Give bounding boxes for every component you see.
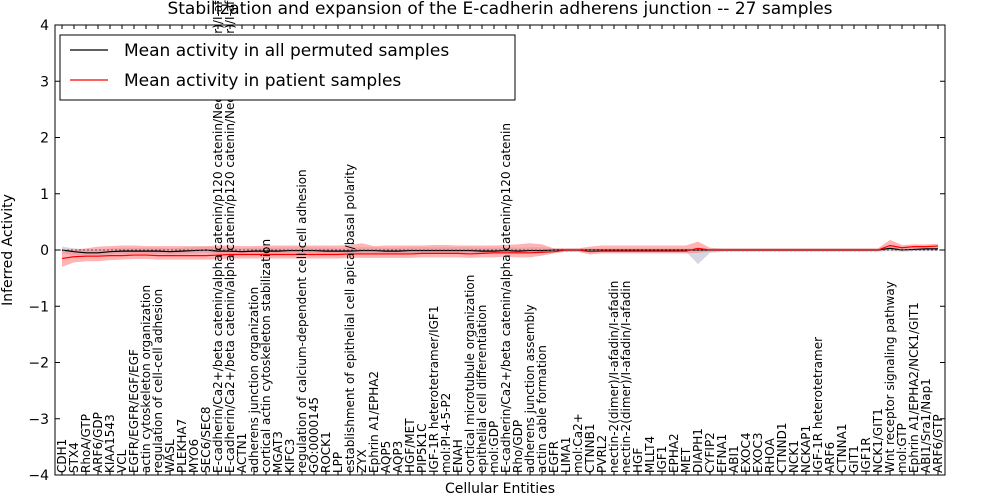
x-tick-label: mol:Ca2+: [571, 413, 585, 473]
x-tick-label: EGFR: [547, 441, 561, 473]
x-tick-label: RHOA: [763, 437, 777, 473]
x-tick-label: Ephrin A1/EPHA2/NCK1/GIT1: [907, 302, 921, 473]
x-tick-label: MET: [679, 447, 693, 473]
x-tick-label: SEC6/SEC8: [199, 407, 213, 473]
x-tick-label: PIP5K1C: [415, 423, 429, 473]
x-tick-label: NCK1/GIT1: [871, 408, 885, 473]
x-tick-label: adherens junction organization: [247, 287, 261, 473]
x-tick-label: ROCK1: [319, 431, 333, 473]
legend-label-permuted: Mean activity in all permuted samples: [124, 41, 449, 61]
x-tick-label: epithelial cell differentiation: [475, 305, 489, 473]
x-tick-label: WASL: [163, 439, 177, 473]
y-tick-label: 0: [40, 243, 49, 259]
axes: −4 −3 −2 −1 0 1 2 3 4: [28, 18, 946, 484]
x-tick-label: GIT1: [847, 445, 861, 473]
x-tick-label: mol:GDP: [487, 421, 501, 473]
x-tick-label: HGF/MET: [403, 418, 417, 473]
y-tick-label: 4: [40, 18, 49, 34]
x-tick-label: Ephrin A1/EPHA2: [367, 371, 381, 473]
x-tick-label: actin cable formation: [535, 345, 549, 473]
x-tick-label: IGF-1R heterotetramer: [811, 337, 825, 473]
x-tick-label: regulation of cell-cell adhesion: [151, 289, 165, 473]
legend: Mean activity in all permuted samples Me…: [59, 34, 516, 101]
x-tick-label: Rho/GDP: [511, 420, 525, 473]
x-tick-label: EXOC3: [751, 433, 765, 474]
x-tick-label: ZYX: [355, 449, 369, 473]
legend-label-patient: Mean activity in patient samples: [124, 71, 401, 91]
x-tick-label: PLEKHA7: [175, 419, 189, 473]
x-tick-label: EGFR/EGFR/EGF/EGF: [127, 349, 141, 473]
x-tick-label: KIAA1543: [103, 414, 117, 473]
x-tick-label: CTNNB1: [583, 423, 597, 473]
x-tick-label: LIMA1: [559, 437, 573, 473]
x-tick-label: KIFC3: [283, 439, 297, 473]
y-axis-label: Inferred Activity: [0, 194, 16, 306]
y-tick-label: 3: [40, 74, 49, 90]
x-tick-label: STX4: [67, 442, 81, 473]
x-tick-label: establishment of epithelial cell apical/…: [343, 164, 357, 473]
x-tick-label: E-cadherin/Ca2+/beta catenin/alpha caten…: [211, 0, 225, 473]
x-tick-label: MYO6: [187, 439, 201, 473]
y-tick-label: −2: [28, 356, 49, 372]
x-tick-label: RhoA/GTP: [79, 414, 93, 473]
x-axis-label: Cellular Entities: [445, 481, 555, 497]
x-tick-label: regulation of calcium-dependent cell-cel…: [295, 169, 309, 473]
x-tick-label: PVRL2: [595, 435, 609, 473]
x-tick-label: nectin-2(dimer)/I-afadin/I-afadin: [619, 281, 633, 473]
x-tick-label: MLLT4: [643, 436, 657, 473]
y-tick-label: −3: [28, 412, 49, 428]
x-tick-label: CTNND1: [775, 422, 789, 473]
x-tick-label: IGF1R: [859, 437, 873, 473]
x-tick-label: EFNA1: [715, 434, 729, 473]
x-tick-label: cortical actin cytoskeleton stabilizatio…: [259, 239, 273, 473]
x-tick-label: mol:GTP: [895, 423, 909, 473]
x-tick-label: CTNNA1: [835, 423, 849, 473]
y-tick-label: 1: [40, 187, 49, 203]
x-tick-label: CDH1: [55, 439, 69, 473]
x-tick-label: NCK1: [787, 440, 801, 473]
legend-box: [59, 34, 516, 101]
x-tick-label: ABI1: [727, 445, 741, 473]
x-tick-label: ABI1/Sra1/Nap1: [919, 378, 933, 473]
x-tick-labels: CDH1STX4RhoA/GTPARF6/GDPKIAA1543VCLEGFR/…: [55, 0, 945, 473]
x-tick-label: Wnt receptor signaling pathway: [883, 281, 897, 473]
x-tick-label: AQP5: [379, 441, 393, 473]
x-tick-label: actin cytoskeleton organization: [139, 285, 153, 473]
y-tick-label: 2: [40, 131, 49, 147]
x-tick-label: GO:0000145: [307, 397, 321, 473]
x-tick-label: ACTN1: [235, 433, 249, 473]
x-tick-label: MGAT3: [271, 431, 285, 473]
x-tick-label: EPHA2: [667, 433, 681, 473]
y-tick-label: −1: [28, 299, 49, 315]
x-tick-label: HGF: [631, 448, 645, 473]
x-tick-label: DIAPH1: [691, 428, 705, 473]
x-tick-label: adherens junction assembly: [523, 304, 537, 473]
x-tick-label: ARF6/GTP: [931, 414, 945, 473]
chart-title: Stabilization and expansion of the E-cad…: [167, 0, 832, 19]
x-tick-label: nectin-2(dimer)/I-afadin/I-afadin: [607, 281, 621, 473]
x-tick-label: CYFIP2: [703, 432, 717, 473]
x-tick-label: IGF1: [655, 446, 669, 473]
x-tick-label: ENAH: [451, 439, 465, 473]
x-tick-label: ARF6/GDP: [91, 412, 105, 473]
x-tick-label: mol:PI-4-5-P2: [439, 393, 453, 473]
x-tick-label: IGF-1R heterotetramer/IGF1: [427, 306, 441, 473]
x-tick-label: AQP3: [391, 441, 405, 473]
x-tick-label: VCL: [115, 449, 129, 473]
x-tick-label: E-cadherin/Ca2+/beta catenin/alpha caten…: [499, 123, 513, 473]
x-tick-label: EXOC4: [739, 433, 753, 474]
x-tick-label: E-cadherin/Ca2+/beta catenin/alpha caten…: [223, 0, 237, 473]
x-tick-label: cortical microtubule organization: [463, 275, 477, 473]
x-tick-label: LPP: [331, 452, 345, 473]
x-tick-label: NCKAP1: [799, 425, 813, 473]
y-tick-label: −4: [28, 468, 49, 484]
x-tick-label: ARF6: [823, 442, 837, 473]
